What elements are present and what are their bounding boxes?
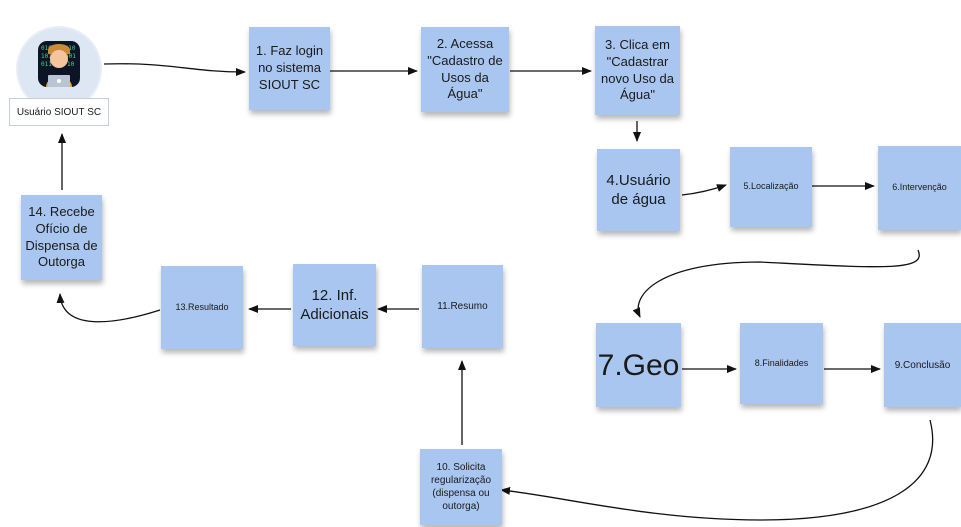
step-1-note: 1. Faz login no sistema SIOUT SC xyxy=(249,27,330,110)
step-8-note: 8.Finalidades xyxy=(740,323,823,404)
arrow-step4-to-step5 xyxy=(681,184,727,196)
user-actor-label: Usuário SIOUT SC xyxy=(9,98,109,126)
step-3-note: 3. Clica em "Cadastrar novo Uso da Água" xyxy=(595,26,680,115)
svg-text:011: 011 xyxy=(41,61,52,68)
step-12-note: 12. Inf. Adicionais xyxy=(293,264,376,346)
arrow-step6-to-step7 xyxy=(632,249,920,318)
svg-text:001: 001 xyxy=(65,53,76,60)
step-9-note: 9.Conclusão xyxy=(884,323,961,407)
arrow-step13-to-step14 xyxy=(56,293,161,323)
step-13-note: 13.Resultado xyxy=(161,266,243,349)
step-10-note: 10. Solicita regularização (dispensa ou … xyxy=(420,449,502,525)
step-7-note: 7.Geo xyxy=(596,323,681,407)
step-4-note: 4.Usuário de água xyxy=(597,149,680,231)
svg-text:1010: 1010 xyxy=(41,53,56,60)
step-14-note: 14. Recebe Ofício de Dispensa de Outorga xyxy=(21,195,102,280)
step-2-note: 2. Acessa "Cadastro de Usos da Água" xyxy=(421,27,509,112)
arrow-actor-to-step1 xyxy=(103,63,246,76)
arrow-step9-to-step10 xyxy=(500,419,934,521)
step-5-note: 5.Localização xyxy=(730,147,812,227)
svg-text:10: 10 xyxy=(67,61,75,68)
step-11-note: 11.Resumo xyxy=(422,265,503,348)
step-6-note: 6.Intervenção xyxy=(878,146,961,230)
